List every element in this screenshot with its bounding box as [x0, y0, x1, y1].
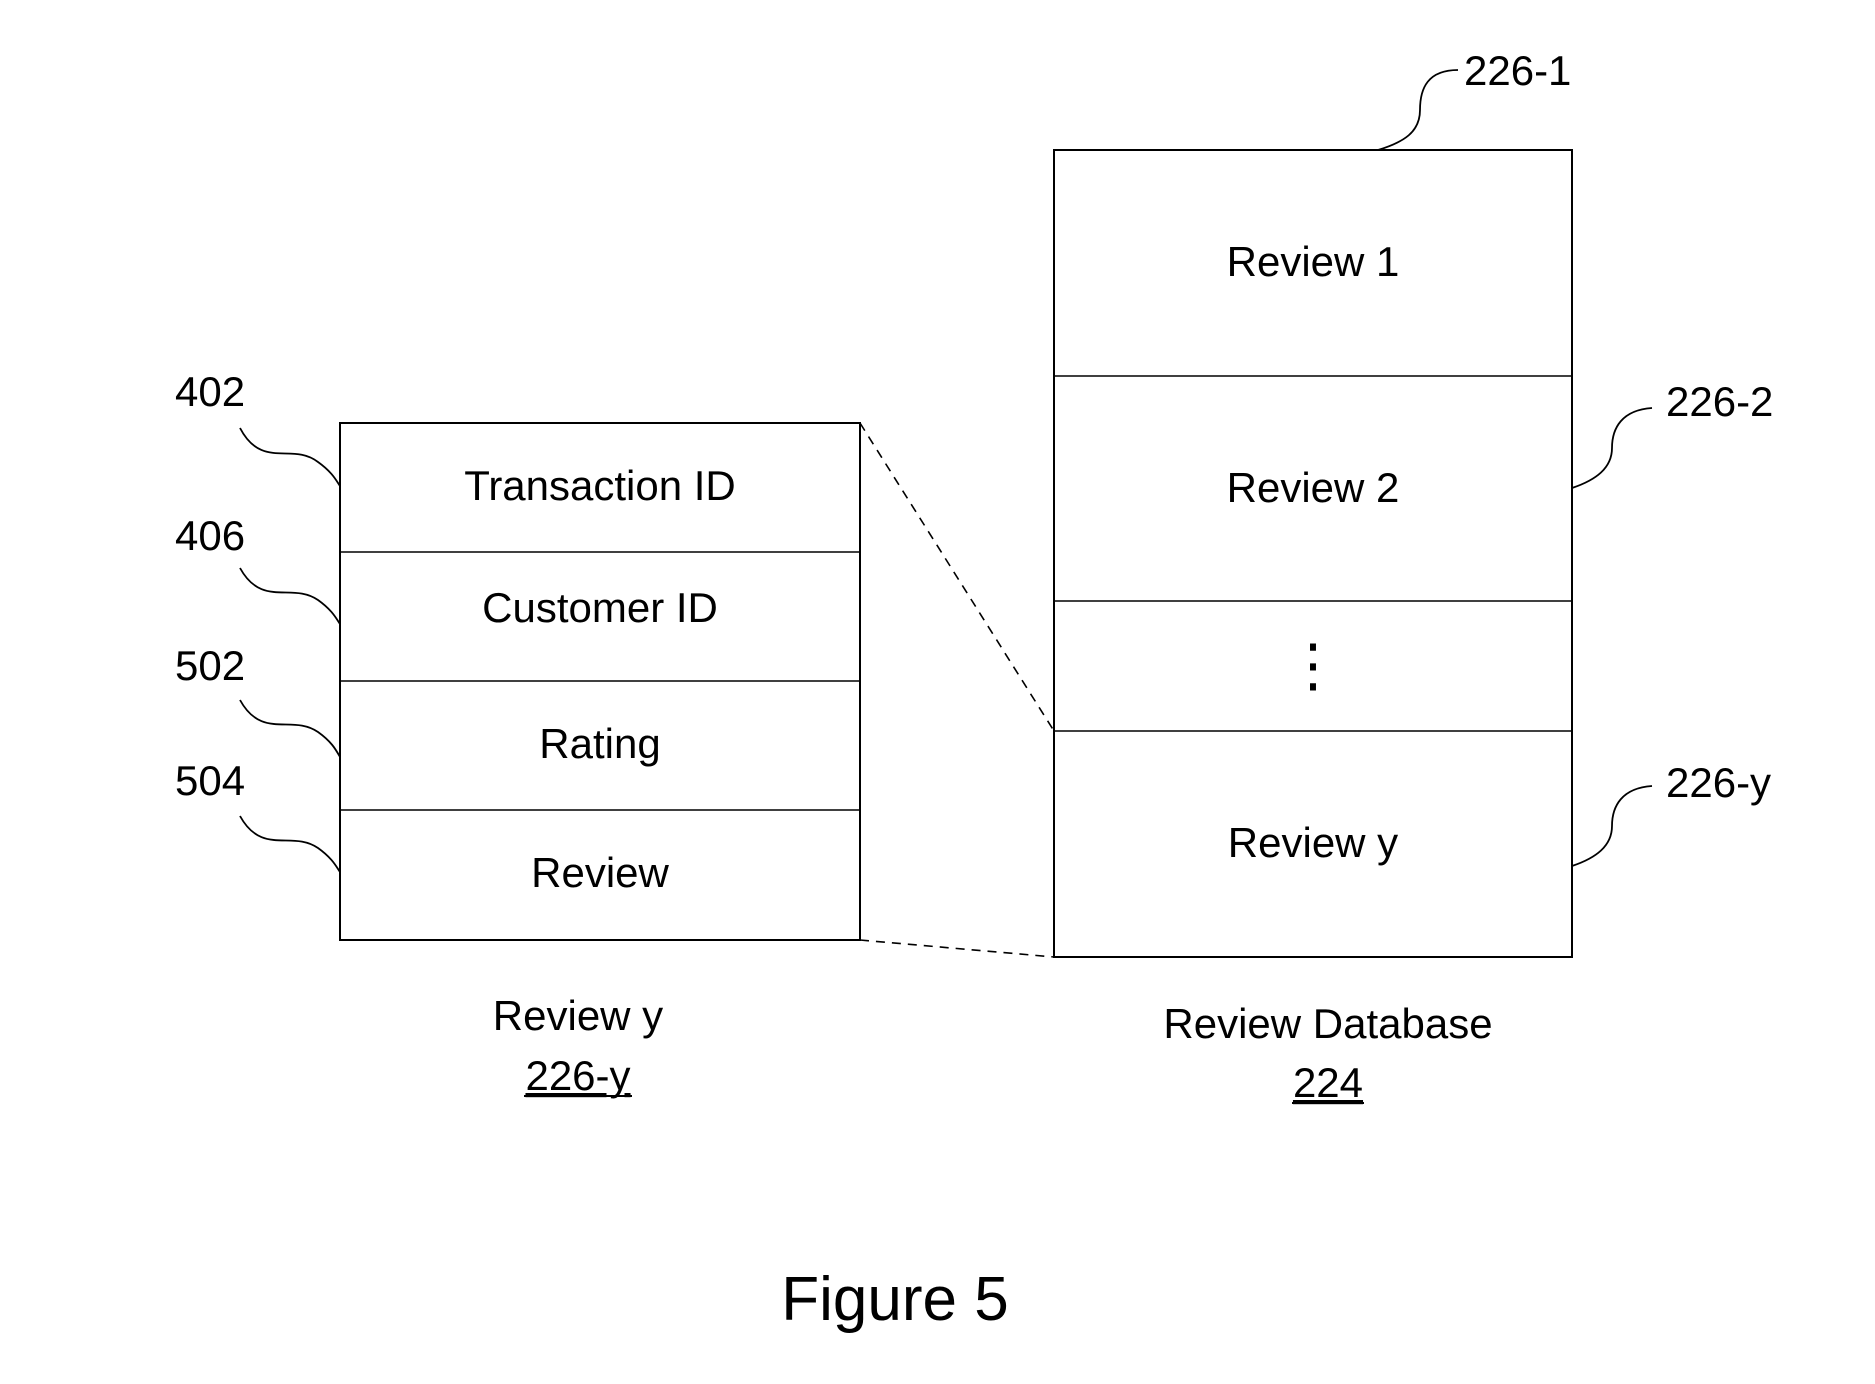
field-customer-id: Customer ID — [482, 584, 718, 631]
field-review: Review — [531, 849, 669, 896]
database-caption: Review Database 224 — [1163, 1000, 1492, 1106]
leader-line-406 — [240, 568, 340, 624]
ref-label-504: 504 — [175, 757, 245, 804]
field-transaction-id: Transaction ID — [464, 462, 736, 509]
leader-line-226-2 — [1572, 408, 1652, 488]
leader-line-226-1 — [1378, 70, 1458, 150]
record-ref-labels: 402 406 502 504 — [175, 368, 340, 872]
review-database-box: Review 1 Review 2 ⋮ Review y — [1054, 150, 1572, 957]
ref-label-402: 402 — [175, 368, 245, 415]
database-row-ellipsis: ⋮ — [1284, 633, 1342, 698]
ref-label-406: 406 — [175, 512, 245, 559]
zoom-connector-bottom — [860, 940, 1054, 957]
zoom-connector-top — [860, 423, 1054, 731]
leader-line-226-y — [1572, 786, 1652, 866]
database-caption-title: Review Database — [1163, 1000, 1492, 1047]
record-caption: Review y 226-y — [493, 992, 663, 1099]
ref-label-502: 502 — [175, 642, 245, 689]
zoom-connector-lines — [860, 423, 1054, 957]
leader-line-502 — [240, 700, 340, 757]
record-caption-title: Review y — [493, 992, 663, 1039]
database-row-review-y: Review y — [1228, 819, 1398, 866]
leader-line-504 — [240, 816, 340, 872]
figure-label: Figure 5 — [781, 1265, 1008, 1334]
leader-line-402 — [240, 428, 340, 486]
database-caption-ref: 224 — [1293, 1059, 1363, 1106]
field-rating: Rating — [539, 720, 660, 767]
ref-label-226-y: 226-y — [1666, 759, 1771, 806]
ref-label-226-1: 226-1 — [1464, 47, 1571, 94]
ref-label-226-2: 226-2 — [1666, 378, 1773, 425]
record-caption-ref: 226-y — [525, 1052, 630, 1099]
database-row-review-1: Review 1 — [1227, 238, 1400, 285]
review-record-box: Transaction ID Customer ID Rating Review — [340, 423, 860, 940]
database-row-review-2: Review 2 — [1227, 464, 1400, 511]
